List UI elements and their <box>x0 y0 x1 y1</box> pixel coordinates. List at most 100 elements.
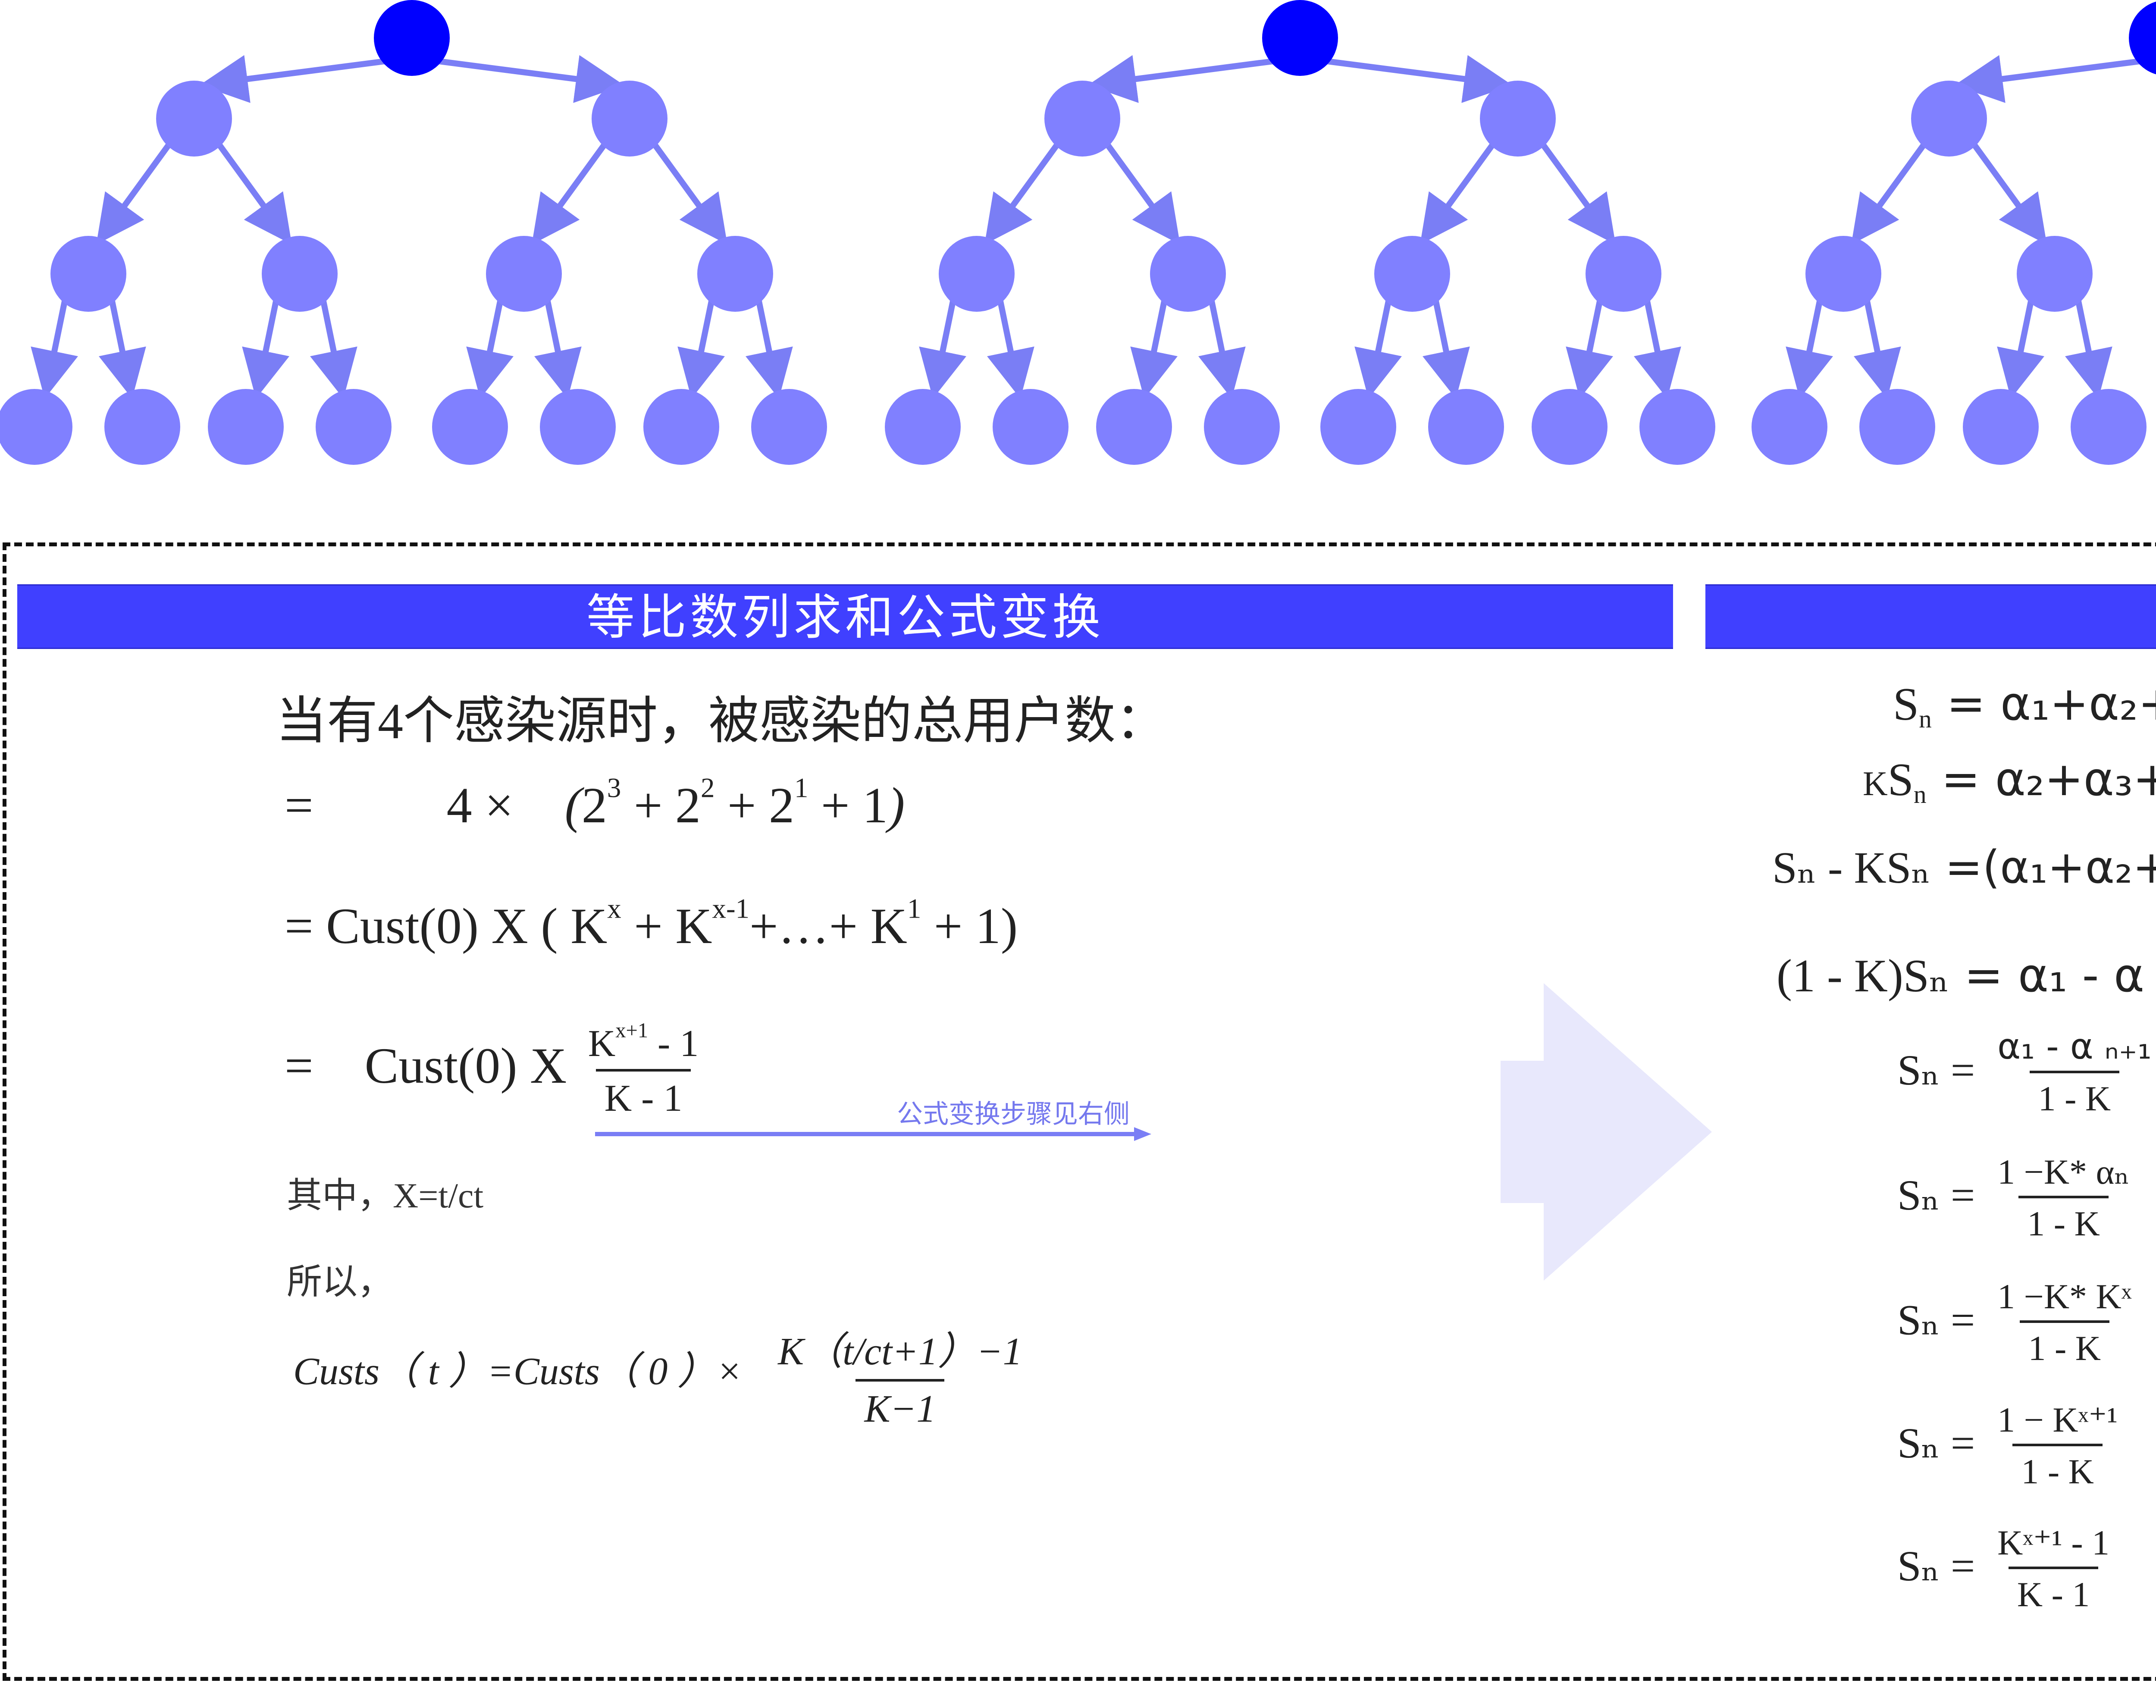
eq1-sub: n <box>1919 704 1932 733</box>
tree-edge-arrow <box>1997 296 2044 399</box>
line2-formula: = Cust(0) X ( Kx + Kx-1+…+ K1 + 1) <box>285 893 1018 954</box>
tree-node <box>540 389 616 465</box>
tree-edge-arrow <box>31 296 78 399</box>
frac-den: 1 - K <box>2018 1196 2109 1244</box>
eq3-lhs: Sₙ - KSₙ <box>1772 843 1931 893</box>
left-header-bar: 等比数列求和公式变换 <box>17 584 1673 649</box>
tree-node <box>1374 236 1450 312</box>
final-den: K−1 <box>856 1379 945 1431</box>
tree-node <box>262 236 338 312</box>
tree-edge-arrow <box>99 296 146 399</box>
frac-den: 1 - K <box>2029 1071 2120 1119</box>
where-text: 其中，X=t/ct <box>287 1176 484 1215</box>
tree-edge-arrow <box>214 139 292 245</box>
frac-step-2: Sₙ = 1 −K* αₙ 1 - K <box>1897 1151 2138 1244</box>
frac-step-5: Sₙ = Kˣ⁺¹ - 1 K - 1 <box>1897 1522 2118 1615</box>
tree-node <box>316 389 392 465</box>
final-lhs: Custs（ t ）=Custs（ 0 ）× <box>293 1350 743 1393</box>
tree-edge-arrow <box>1538 139 1616 245</box>
intro-text: 当有4个感染源时，被感染的总用户数： <box>276 693 1167 749</box>
tree-node <box>1963 389 2039 465</box>
tree-edge-arrow <box>1786 296 1833 399</box>
tree-edge-arrow <box>1087 55 1278 103</box>
tree-edge-arrow <box>1566 296 1613 399</box>
tree-node <box>885 389 961 465</box>
frac-step-4: Sₙ = 1 − Kˣ⁺¹ 1 - K <box>1897 1399 2126 1492</box>
tree-root-node <box>1262 0 1338 76</box>
frac-body: Kˣ⁺¹ - 1 K - 1 <box>1989 1522 2118 1615</box>
big-right-arrow-icon <box>1501 983 1712 1281</box>
frac-den: 1 - K <box>2019 1320 2110 1369</box>
frac-step-1: Sₙ = α₁ - α ₙ₊₁ 1 - K <box>1897 1026 2156 1119</box>
frac-num: Kˣ⁺¹ - 1 <box>1997 1523 2110 1562</box>
fission-trees <box>0 0 2156 465</box>
cust-lead: Cust(0) X <box>326 898 528 954</box>
tree-edge-arrow <box>1634 296 1681 399</box>
tree-edge-arrow <box>1969 139 2047 245</box>
tree-node <box>2071 389 2147 465</box>
tree-edge-arrow <box>242 296 289 399</box>
tree-edge-arrow <box>434 55 624 103</box>
eq4-lhs: (1 - K)Sₙ <box>1777 950 1949 1002</box>
tree-node <box>751 389 827 465</box>
tree-node <box>643 389 719 465</box>
tree-node <box>1752 389 1827 465</box>
tree-node <box>1150 236 1226 312</box>
equals-sign: = <box>285 777 313 834</box>
eq4-rhs: = α₁ - α ₙ₊₁ <box>1964 949 2156 1003</box>
sup-1: 1 <box>907 893 921 925</box>
frac-num: 1 −K* αₙ <box>1997 1152 2130 1191</box>
tree-node <box>486 236 562 312</box>
frac-den: K - 1 <box>2008 1567 2099 1615</box>
tree-edge-arrow <box>2065 296 2112 399</box>
line1-formula: = 4 × (23 + 22 + 21 + 1) <box>285 772 905 834</box>
tree-node <box>1480 81 1556 157</box>
eq4: (1 - K)Sₙ = α₁ - α ₙ₊₁ <box>1777 949 2156 1003</box>
frac-step-3: Sₙ = 1 −K* Kˣ 1 - K <box>1897 1276 2140 1369</box>
line3-formula: = Cust(0) X Kx+1 - 1 K - 1 <box>285 1019 707 1120</box>
tree-edge-arrow <box>310 296 357 399</box>
final-num: K（t/ct+1）−1 <box>778 1330 1022 1373</box>
tree-node <box>1586 236 1661 312</box>
tree-node <box>1805 236 1881 312</box>
tree-node <box>1044 81 1120 157</box>
tree-node <box>1320 389 1396 465</box>
frac-den: 1 - K <box>2012 1444 2103 1492</box>
frac-body: 1 −K* Kˣ 1 - K <box>1989 1276 2140 1369</box>
line3-fraction: Kx+1 - 1 K - 1 <box>588 1019 699 1120</box>
tree-node <box>1859 389 1935 465</box>
tree-node <box>1204 389 1280 465</box>
tree-node <box>1532 389 1608 465</box>
tree-node <box>50 236 126 312</box>
tree-edge-arrow <box>1322 55 1513 103</box>
eq1: Sn = α₁+α₂+α₃+α₄+…+αₙ <box>1893 677 2156 733</box>
tree-edge-arrow <box>984 139 1062 245</box>
left-header-title: 等比数列求和公式变换 <box>586 591 1104 645</box>
sup-x-1: x-1 <box>712 893 750 925</box>
frac-lhs: Sₙ = <box>1897 1296 1975 1344</box>
tree-edge-arrow <box>919 296 966 399</box>
tree-node <box>1911 81 1987 157</box>
frac-body: α₁ - α ₙ₊₁ 1 - K <box>1989 1026 2156 1119</box>
tree-edge-arrow <box>987 296 1034 399</box>
tree-node <box>1639 389 1715 465</box>
coef: 4 × <box>446 777 514 834</box>
tree-edge-arrow <box>532 139 609 245</box>
tree-edge-arrow <box>96 139 174 245</box>
tree-edge-arrow <box>677 296 725 399</box>
frac-lhs: Sₙ = <box>1897 1419 1975 1467</box>
tree-edge-arrow <box>1103 139 1180 245</box>
tree-node <box>1428 389 1504 465</box>
tree-edge-arrow <box>534 296 582 399</box>
tree-node <box>208 389 284 465</box>
tree-node <box>592 81 667 157</box>
frac-num: 1 −K* Kˣ <box>1997 1277 2132 1316</box>
right-header-bar: 等比数列求和公式变换 <box>1705 584 2156 649</box>
eq2-rhs: = α₂+α₃+α₄+…+αₙ+α ₙ₊₁ <box>1941 752 2156 806</box>
fraction-den: K - 1 <box>595 1069 691 1120</box>
hint-arrow-icon <box>595 1127 1151 1141</box>
num-sup: x+1 <box>615 1019 649 1042</box>
tree-node <box>2017 236 2093 312</box>
frac-lhs: Sₙ = <box>1897 1542 1975 1590</box>
tree-edge-arrow <box>199 55 390 103</box>
